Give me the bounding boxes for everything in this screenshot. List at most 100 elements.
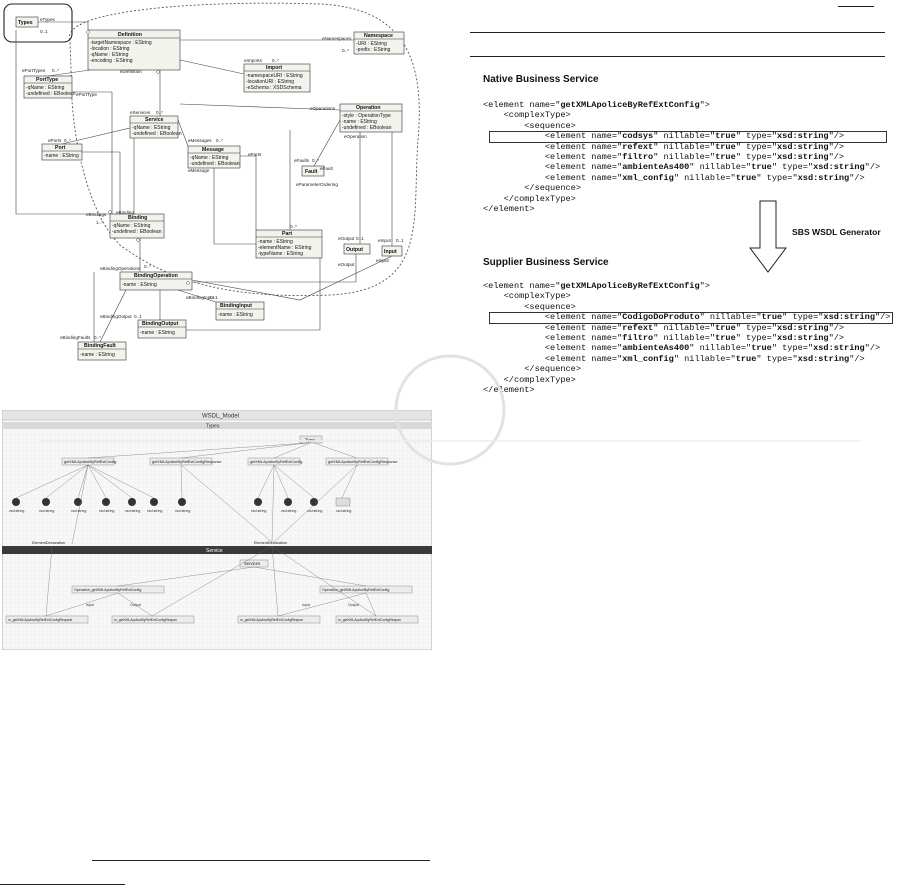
svg-text:getXMLApoliceByRefExtConfig: getXMLApoliceByRefExtConfig bbox=[64, 460, 116, 464]
svg-text:getXMLApoliceByRefExtConfigRes: getXMLApoliceByRefExtConfigResponse bbox=[152, 460, 221, 464]
class-porttype: PortType -qName : EString -undefined : E… bbox=[22, 68, 76, 99]
native-highlight-box bbox=[489, 131, 887, 143]
svg-text:0..*: 0..* bbox=[52, 68, 59, 73]
svg-text:Import: Import bbox=[266, 65, 282, 71]
svg-text:xsd:string: xsd:string bbox=[336, 509, 351, 513]
table-rule-bottom bbox=[470, 56, 885, 57]
svg-text:-locationURI : EString: -locationURI : EString bbox=[246, 79, 294, 85]
svg-text:Input: Input bbox=[86, 603, 94, 607]
svg-text:0..*: 0..* bbox=[144, 264, 151, 269]
svg-text:Part: Part bbox=[282, 231, 292, 237]
svg-text:Service: Service bbox=[206, 548, 223, 554]
svg-text:eBindingOutput: eBindingOutput bbox=[100, 314, 132, 319]
svg-text:-qName : EString: -qName : EString bbox=[132, 125, 171, 131]
supplier-code: <element name="getXMLApoliceByRefExtConf… bbox=[483, 281, 891, 396]
svg-text:-qName : EString: -qName : EString bbox=[90, 52, 129, 58]
svg-text:eBindingFaults: eBindingFaults bbox=[60, 335, 91, 340]
svg-text:Fault: Fault bbox=[305, 169, 318, 175]
svg-text:Input: Input bbox=[384, 249, 397, 255]
svg-text:0..*: 0..* bbox=[94, 335, 101, 340]
svg-text:Output: Output bbox=[348, 603, 359, 607]
svg-text:getXMLApoliceByRefExtConfig: getXMLApoliceByRefExtConfig bbox=[250, 460, 302, 464]
table-rule-top bbox=[470, 32, 885, 33]
svg-text:eImports: eImports bbox=[244, 58, 263, 63]
svg-text:-undefined : EBoolean: -undefined : EBoolean bbox=[190, 161, 240, 167]
svg-text:Port: Port bbox=[55, 145, 66, 151]
class-service: Service -qName : EString -undefined : EB… bbox=[129, 110, 182, 139]
svg-text:xsd:string: xsd:string bbox=[125, 509, 140, 513]
svg-text:-encoding : EString: -encoding : EString bbox=[90, 58, 133, 64]
svg-text:0..*: 0..* bbox=[342, 48, 349, 53]
svg-text:eBindings: eBindings bbox=[86, 212, 107, 217]
svg-text:-prefix : EString: -prefix : EString bbox=[356, 47, 391, 53]
svg-text:ePortType: ePortType bbox=[76, 92, 97, 97]
class-bindingoperation: BindingOperation -name : EString eBindin… bbox=[100, 264, 193, 291]
svg-text:BindingOperation: BindingOperation bbox=[134, 273, 178, 279]
svg-text:ePortTypes: ePortTypes bbox=[22, 68, 46, 73]
svg-text:xsd:string: xsd:string bbox=[9, 509, 24, 513]
wsdl-metamodel-diagram: Types eTypes 0..1 Definition -targetName… bbox=[3, 2, 420, 361]
class-bindingoutput: BindingOutput -name : EString eBindingOu… bbox=[100, 314, 187, 339]
svg-text:eOperations: eOperations bbox=[310, 106, 336, 111]
svg-text:xsd:string: xsd:string bbox=[99, 509, 114, 513]
svg-text:xsd:string: xsd:string bbox=[147, 509, 162, 513]
svg-text:eMessage: eMessage bbox=[188, 168, 210, 173]
svg-text:m_getXMLApoliceByRefExtConfigR: m_getXMLApoliceByRefExtConfigRespon bbox=[338, 618, 401, 622]
svg-text:eFault: eFault bbox=[320, 166, 333, 171]
dashed-boundary bbox=[69, 2, 420, 297]
svg-text:getXMLApoliceByRefExtConfigRes: getXMLApoliceByRefExtConfigResponse bbox=[328, 460, 397, 464]
svg-text:0..*: 0..* bbox=[272, 58, 279, 63]
svg-text:xsd:string: xsd:string bbox=[281, 509, 296, 513]
svg-text:0..*: 0..* bbox=[216, 138, 223, 143]
svg-text:-undefined : EBoolean: -undefined : EBoolean bbox=[26, 91, 76, 97]
svg-text:xsd:string: xsd:string bbox=[175, 509, 190, 513]
svg-text:-undefined : EBoolean: -undefined : EBoolean bbox=[132, 131, 182, 137]
svg-text:-name : EString: -name : EString bbox=[122, 282, 157, 288]
svg-text:m_getXMLApoliceByRefExtConfigR: m_getXMLApoliceByRefExtConfigRequest bbox=[8, 618, 72, 622]
svg-text:eOperation: eOperation bbox=[344, 134, 367, 139]
supplier-highlight-box bbox=[489, 312, 893, 324]
svg-text:BindingFault: BindingFault bbox=[84, 343, 116, 349]
svg-text:PortType: PortType bbox=[36, 77, 58, 83]
wsdl-model-tree: WSDL_Model Types Service Type getXMLApol… bbox=[2, 410, 432, 650]
svg-text:eFaults: eFaults bbox=[294, 158, 310, 163]
class-part: Part -name : EString -elementName : EStr… bbox=[248, 152, 323, 259]
svg-text:-name : EString: -name : EString bbox=[342, 119, 377, 125]
svg-text:-qName : EString: -qName : EString bbox=[112, 223, 151, 229]
svg-text:Types: Types bbox=[206, 424, 220, 430]
footnote-rule bbox=[92, 860, 430, 861]
svg-text:ePorts: ePorts bbox=[48, 138, 62, 143]
class-bindinginput: BindingInput -name : EString eBindingInp… bbox=[186, 295, 265, 321]
class-binding: Binding -qName : EString -undefined : EB… bbox=[86, 212, 165, 239]
svg-text:-undefined : EBoolean: -undefined : EBoolean bbox=[112, 229, 162, 235]
svg-text:Input: Input bbox=[302, 603, 310, 607]
svg-text:-name : EString: -name : EString bbox=[44, 153, 79, 159]
class-bindingfault: BindingFault -name : EString eBindingFau… bbox=[60, 335, 127, 361]
class-input: Input eInput 0..1 bbox=[378, 238, 404, 257]
svg-text:ElementDeclaration: ElementDeclaration bbox=[32, 541, 65, 545]
svg-text:1..*: 1..* bbox=[96, 220, 103, 225]
svg-text:-eSchema : XSDSchema: -eSchema : XSDSchema bbox=[246, 85, 302, 91]
class-namespace: Namespace -URI : EString -prefix : EStri… bbox=[322, 31, 405, 55]
svg-text:ElementDeclaration: ElementDeclaration bbox=[254, 541, 287, 545]
svg-text:Services: Services bbox=[244, 561, 260, 566]
svg-text:-style : OperationType: -style : OperationType bbox=[342, 113, 391, 119]
svg-text:eParameterOrdering: eParameterOrdering bbox=[296, 182, 338, 187]
supplier-title: Supplier Business Service bbox=[483, 257, 609, 268]
svg-text:0..*: 0..* bbox=[312, 158, 319, 163]
svg-text:Output: Output bbox=[346, 247, 363, 253]
svg-text:eTypes: eTypes bbox=[40, 17, 56, 22]
class-definition: Definition -targetNamespace : EString -l… bbox=[87, 29, 181, 71]
svg-text:Output: Output bbox=[130, 603, 141, 607]
svg-text:-namespaceURI : EString: -namespaceURI : EString bbox=[246, 73, 303, 79]
svg-text:m_getXMLApoliceByRefExtConfigR: m_getXMLApoliceByRefExtConfigRespon bbox=[114, 618, 177, 622]
svg-text:0..1: 0..1 bbox=[40, 29, 48, 34]
svg-text:BindingOutput: BindingOutput bbox=[142, 321, 179, 327]
svg-text:eBindingInput: eBindingInput bbox=[186, 295, 215, 300]
svg-text:Operation: Operation bbox=[356, 105, 381, 111]
svg-text:Type: Type bbox=[305, 438, 315, 443]
svg-text:-name : EString: -name : EString bbox=[140, 330, 175, 336]
svg-text:-qName : EString: -qName : EString bbox=[26, 85, 65, 91]
svg-text:-targetNamespace : EString: -targetNamespace : EString bbox=[90, 40, 152, 46]
wsdl-model-title: WSDL_Model bbox=[202, 414, 239, 420]
